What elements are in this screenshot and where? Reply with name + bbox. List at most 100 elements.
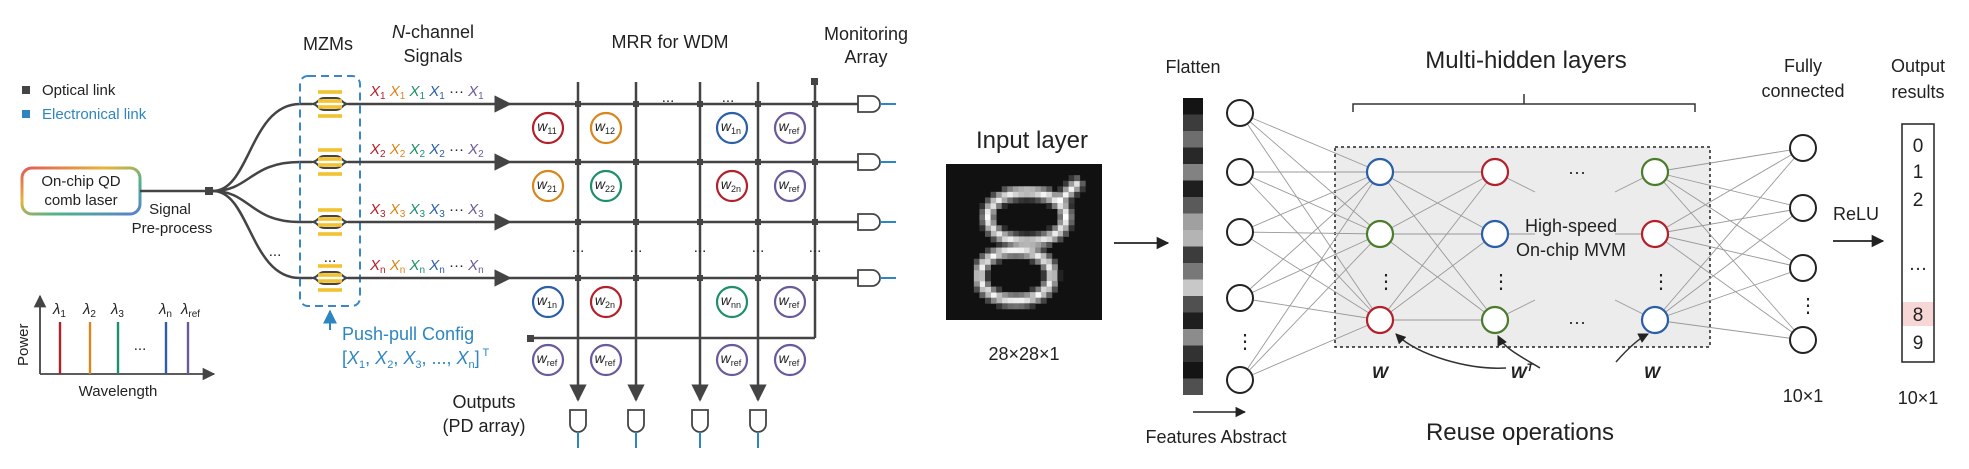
connection [1654,233,1804,269]
mrr-ring: wref [589,343,623,377]
mrr-ring: wref [773,285,807,319]
hidden-hdots: ··· [1568,312,1586,332]
grid-dots: ... [662,89,675,106]
mrr-ring-label: wref [595,350,616,368]
flatten-vector [1183,98,1203,395]
outputs-line1: Outputs [452,392,515,412]
input-neuron [1226,158,1254,186]
mrr-ring: wref [773,343,807,377]
network-graph: ⋮⋮⋮⋮······⋮ [1226,99,1818,394]
mzm-electrode [318,157,342,161]
spectrum-line-label: λn [158,301,172,320]
connection [1239,171,1381,381]
fc-neuron [1789,194,1817,222]
monitor-photodetector [857,153,881,171]
output-value: 2 [1913,190,1924,211]
connection [1239,112,1381,235]
flatten-cell [1183,197,1203,214]
mrr-ring-label: w1n [537,292,557,310]
mrr-ring-label: w2n [595,292,615,310]
spectrum-dots: ... [134,337,147,354]
hidden-neuron [1365,305,1395,335]
mrr-ring-label: wref [779,176,800,194]
monitor-photodetector [857,269,881,287]
connection [1239,171,1381,235]
output-highlight [1902,302,1934,326]
features-label: Features Abstract [1145,427,1286,447]
connection [1654,147,1804,173]
spectrum-line-label: λ1 [52,301,66,320]
flatten-cell [1183,98,1203,115]
mzm-electrode [318,208,342,212]
output-title-line1: Output [1891,56,1945,76]
monitor-tap-node [811,78,818,85]
mzm-electrode [318,114,342,118]
relu-label: ReLU [1833,204,1879,224]
spectrum-xlabel: Wavelength [79,383,158,400]
hidden-hdots: ··· [1568,162,1586,182]
connection [1654,171,1804,341]
grid-dots: ... [572,239,585,256]
mzm-title: MZMs [303,34,353,54]
electronic-link-swatch [22,110,30,118]
hidden-neuron [1365,219,1395,249]
output-value: 9 [1913,333,1924,354]
flatten-cell [1183,180,1203,197]
spectrum-ylabel: Power [15,323,32,366]
output-value: 0 [1913,136,1924,157]
flatten-cell [1183,147,1203,164]
input-vdots: ⋮ [1235,331,1255,353]
connection [1654,171,1804,209]
input-layer-title: Input layer [976,127,1088,154]
weight-label-w: W [1372,363,1390,382]
fc-neuron [1789,134,1817,162]
flatten-cell [1183,312,1203,329]
output-frame [1901,123,1935,363]
mrr-ring: wref [531,343,565,377]
input-neuron [1226,99,1254,127]
mrr-ring-label: wref [721,350,742,368]
connection [1654,207,1804,235]
flatten-cell [1183,279,1203,296]
flatten-cell [1183,230,1203,247]
hidden-neuron [1640,157,1670,187]
flatten-cell [1183,131,1203,148]
pushpull-line1: Push-pull Config [342,324,474,344]
mrr-ring: wref [773,169,807,203]
connection [1239,112,1381,173]
mrr-ring: w12 [589,111,623,145]
optical-link-swatch [22,86,30,94]
monitor-photodetector [857,213,881,231]
outputs-line2: (PD array) [442,416,525,436]
flatten-cell [1183,114,1203,131]
fc-title-line1: Fully [1784,56,1822,76]
mvm-line1: High-speed [1525,216,1617,236]
grid-dots: ... [752,239,765,256]
fc-title-line2: connected [1761,81,1844,101]
mrr-ring-label: wref [779,350,800,368]
connection [1379,171,1496,321]
input-size-label: 28×28×1 [988,344,1059,364]
flatten-cell [1183,345,1203,362]
flatten-cell [1183,246,1203,263]
input-neuron [1226,284,1254,312]
spectrum-line-label: λref [180,301,200,320]
input-neuron [1226,218,1254,246]
mzm-array: ... [300,90,349,292]
grid-dots: ... [722,89,735,106]
hidden-neuron [1365,157,1395,187]
hidden-vdots: ⋮ [1491,271,1511,293]
splitter-node [205,187,213,195]
output-value: … [1909,254,1928,275]
mzm-electrode [318,172,342,176]
mzm-electrode [318,90,342,94]
monitor-title-line2: Array [844,47,887,67]
signal-sequence: X1 X1 X1 X1 ··· X1 [369,83,484,102]
mzm-electrode [318,105,342,109]
splitter-waveguides [212,102,301,280]
output-photodetector [627,409,645,433]
